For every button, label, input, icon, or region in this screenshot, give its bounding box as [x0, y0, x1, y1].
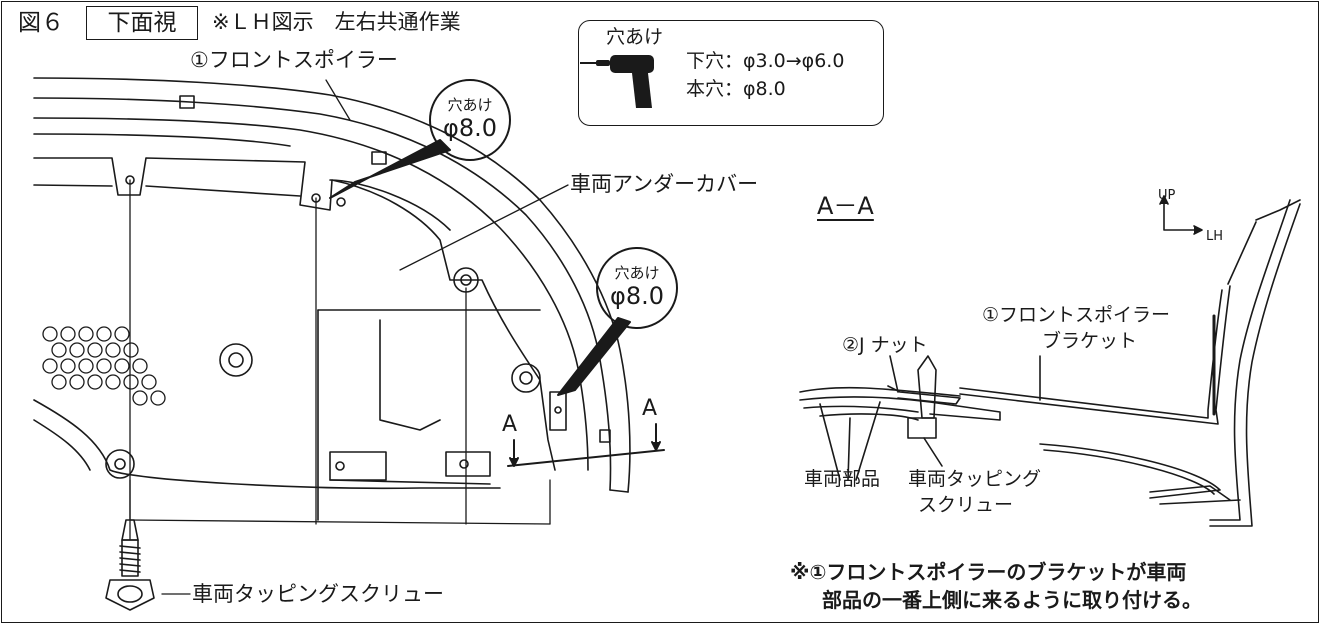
drill-title: 穴あけ	[606, 26, 664, 48]
label-leaders	[325, 79, 569, 271]
screw-leaders	[129, 179, 551, 595]
front-spoiler-outline	[33, 77, 631, 493]
callout-circles	[329, 79, 678, 396]
figure-label: 図６	[18, 10, 64, 36]
drill-icon	[580, 55, 654, 108]
vent-holes	[42, 326, 166, 406]
callout-1-size: φ8.0	[443, 114, 497, 142]
figure-note: ※ＬＨ図示 左右共通作業	[212, 10, 461, 34]
vehicle-part-label: 車両部品	[804, 468, 881, 490]
screw-label-1: 車両タッピング	[908, 468, 1042, 490]
j-nut-label: ②J ナット	[842, 334, 928, 356]
under-cover-outline	[33, 157, 567, 521]
section-title: A－A	[817, 192, 874, 220]
axis-lh-label: LH	[1206, 229, 1224, 244]
section-a-right-label: A	[642, 396, 658, 421]
section-line-aa	[507, 423, 665, 467]
callout-1-label: 穴あけ	[447, 96, 493, 114]
axis-up-label: UP	[1158, 188, 1176, 203]
callout-2-label: 穴あけ	[614, 264, 660, 282]
drill-pilot-hole: 下穴：φ3.0→φ6.0	[686, 50, 845, 72]
tapping-screw-icon	[105, 519, 155, 611]
callout-2-size: φ8.0	[610, 282, 664, 310]
note-line-2: 部品の一番上側に来るように取り付ける。	[822, 588, 1202, 612]
under-cover-label: 車両アンダーカバー	[570, 172, 759, 196]
screw-label-2: スクリュー	[918, 494, 1014, 516]
section-a-left-label: A	[502, 412, 518, 437]
section-aa-drawing	[799, 195, 1301, 527]
drill-main-hole: 本穴：φ8.0	[686, 78, 786, 100]
bracket-label-1: ①フロントスポイラー	[982, 304, 1171, 326]
note-line-1: ※①フロントスポイラーのブラケットが車両	[790, 560, 1187, 584]
bracket-label-2: ブラケット	[1042, 330, 1138, 352]
tapping-screw-label: 車両タッピングスクリュー	[192, 582, 444, 606]
view-label: 下面視	[86, 6, 198, 40]
installation-note: ※①フロントスポイラーのブラケットが車両 部品の一番上側に来るように取り付ける。	[790, 558, 1202, 614]
front-spoiler-label: ①フロントスポイラー	[190, 48, 398, 72]
drill-info-box	[578, 20, 884, 126]
